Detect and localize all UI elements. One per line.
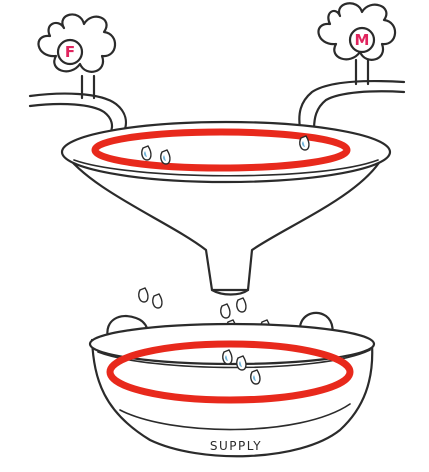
supply-bowl: SUPPLY xyxy=(90,313,374,456)
water-drop-icon xyxy=(251,370,260,384)
water-drop-icon xyxy=(153,294,162,308)
water-drop-icon xyxy=(300,136,309,150)
supply-bowl-label: SUPPLY xyxy=(210,439,262,453)
funnel xyxy=(62,122,390,295)
water-drop-icon xyxy=(221,304,230,318)
water-drop-icon xyxy=(223,350,232,364)
water-drop-icon xyxy=(237,298,246,312)
water-drop-icon xyxy=(142,146,151,160)
left-tap-pipe-lower xyxy=(30,104,112,134)
right-tap-pipe-lower xyxy=(314,91,404,130)
left-tap: F xyxy=(30,14,126,134)
right-tap-handle-icon: M xyxy=(319,3,396,60)
left-tap-handle-icon: F xyxy=(39,14,116,71)
water-drop-icon xyxy=(161,150,170,164)
left-tap-letter: F xyxy=(65,43,75,61)
water-drop-icon xyxy=(139,288,148,302)
right-tap-letter: M xyxy=(355,31,370,49)
right-tap: M xyxy=(299,3,404,130)
water-drop-icon xyxy=(237,356,246,370)
